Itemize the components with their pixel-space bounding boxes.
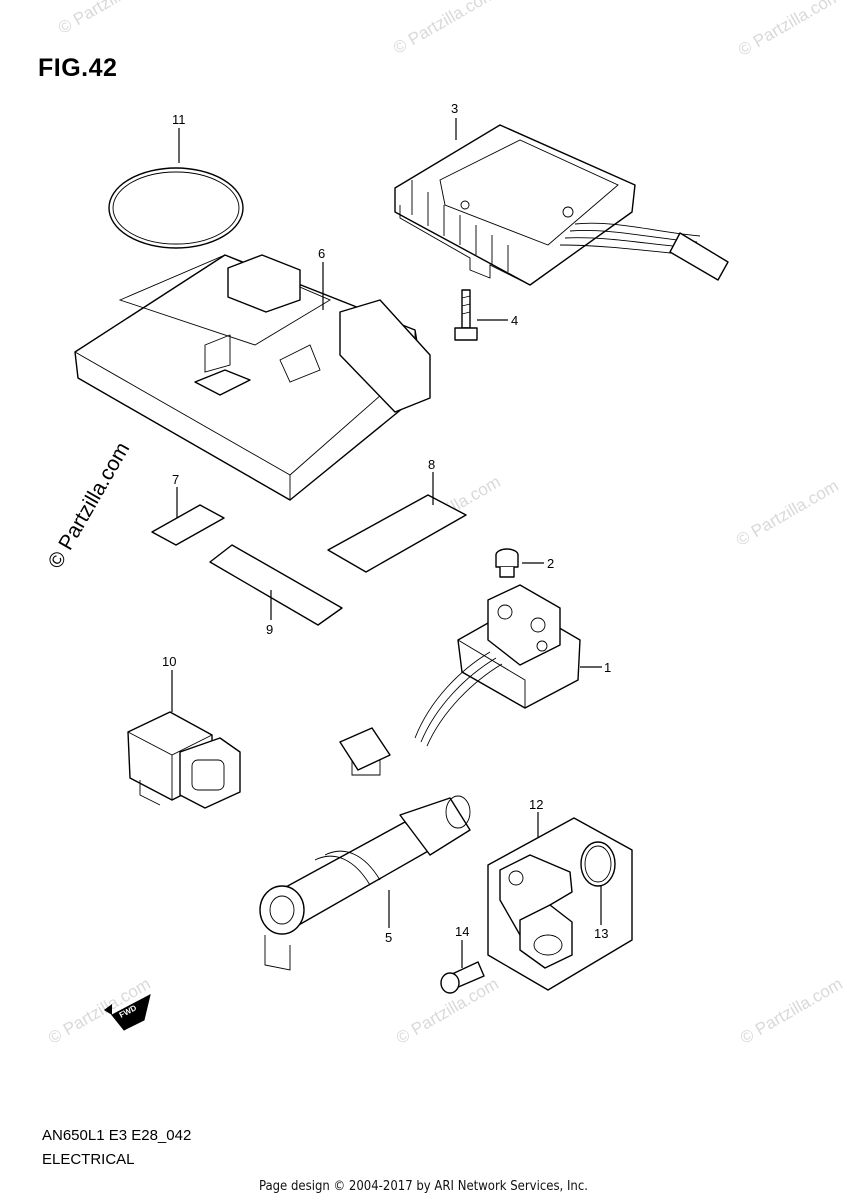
figure-title: FIG.42: [38, 54, 118, 82]
callout-8: 8: [428, 457, 435, 472]
part-9-pad[interactable]: [209, 544, 343, 626]
callout-4: 4: [511, 313, 518, 328]
fwd-arrow-icon: FWD: [104, 994, 151, 1031]
part-11-o-ring[interactable]: [108, 128, 244, 249]
part-6-ecm[interactable]: [74, 254, 431, 501]
callout-5: 5: [385, 930, 392, 945]
part-12-sensor-kit[interactable]: [487, 812, 633, 991]
part-8-pad[interactable]: [327, 472, 467, 573]
section-name: ELECTRICAL: [42, 1151, 135, 1168]
callout-2: 2: [547, 556, 554, 571]
callout-1: 1: [604, 660, 611, 675]
callout-9: 9: [266, 622, 273, 637]
page-footer: Page design © 2004-2017 by ARI Network S…: [259, 1179, 588, 1194]
callout-7: 7: [172, 472, 179, 487]
part-2-cap[interactable]: [495, 548, 544, 578]
callout-6: 6: [318, 246, 325, 261]
part-1-starter-relay[interactable]: [339, 584, 602, 776]
part-3-regulator-rectifier[interactable]: [394, 118, 729, 286]
callout-10: 10: [162, 654, 176, 669]
part-7-pad[interactable]: [151, 487, 225, 546]
diagram-code: AN650L1 E3 E28_042: [42, 1127, 192, 1144]
callout-3: 3: [451, 101, 458, 116]
part-4-bolt[interactable]: [454, 289, 508, 341]
callout-13: 13: [594, 926, 608, 941]
part-10-coupler[interactable]: [127, 670, 241, 809]
callout-14: 14: [455, 924, 469, 939]
callout-11: 11: [172, 112, 186, 127]
callout-12: 12: [529, 797, 543, 812]
part-5-speed-sensor[interactable]: [259, 795, 471, 971]
part-14-screw[interactable]: [440, 940, 485, 994]
